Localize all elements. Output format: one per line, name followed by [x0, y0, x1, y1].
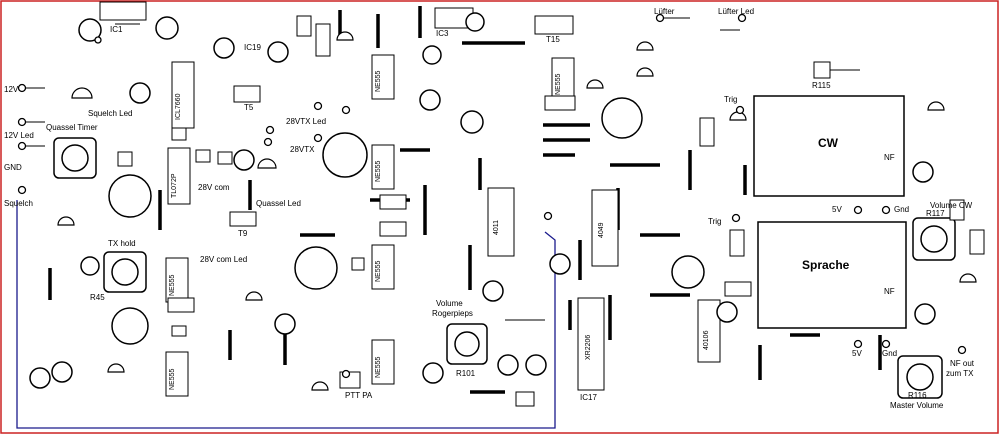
- chip-ne555-ic6: NE555: [169, 274, 176, 296]
- des-ic3: IC3: [436, 29, 449, 38]
- box-sprache-title: Sprache: [802, 258, 850, 272]
- des-t9: T9: [238, 229, 248, 238]
- label-squelch-led: Squelch Led: [88, 109, 132, 118]
- label-master-volume: Master Volume: [890, 401, 944, 410]
- ic-bodies: [99, 1, 721, 397]
- label-ptt-pa: PTT PA: [345, 391, 373, 400]
- chip-ne555-ic9: NE555: [555, 73, 562, 95]
- box-sprache-body: [757, 221, 907, 329]
- chip-ne555-ic10: NE555: [375, 70, 382, 92]
- label-volume-cw: Volume CW: [930, 201, 973, 210]
- label-nf-out-1: NF out: [950, 359, 975, 368]
- label-5v-bottom: 5V: [852, 349, 862, 358]
- potentiometers: [53, 137, 956, 399]
- des-r117: R117: [926, 209, 945, 218]
- des-r45: R45: [90, 293, 105, 302]
- chip-ne555-ic7: NE555: [169, 368, 176, 390]
- label-quassel-timer: Quassel Timer: [46, 123, 98, 132]
- chip-tl072p: TL072P: [171, 173, 178, 198]
- box-sprache-nf: NF: [884, 287, 895, 296]
- chip-4011: 4011: [493, 220, 500, 235]
- label-volume-rogerpieps-2: Rogerpieps: [432, 309, 473, 318]
- capacitors-round: [29, 12, 936, 389]
- labels: 12V 12V Led GND Squelch Squelch Led Quas…: [4, 7, 975, 410]
- designators: IC1 IC3 IC19 T5 T9 T15 R115 R117 R116 R1…: [90, 25, 945, 402]
- des-r116: R116: [908, 391, 927, 400]
- label-28vtx-led: 28VTX Led: [286, 117, 326, 126]
- label-28v-com: 28V com: [198, 183, 230, 192]
- des-ic17: IC17: [580, 393, 597, 402]
- label-12v-led: 12V Led: [4, 131, 34, 140]
- pads: [17, 13, 967, 379]
- label-luefter: Lüfter: [654, 7, 675, 16]
- label-28v-com-led: 28V com Led: [200, 255, 247, 264]
- chip-40106: 40106: [703, 330, 710, 350]
- label-gnd-left: GND: [4, 163, 22, 172]
- chip-ne555-ic13: NE555: [375, 356, 382, 378]
- des-ic19: IC19: [244, 43, 261, 52]
- chip-xr2206: XR2206: [585, 335, 592, 360]
- chip-icl7660: ICL7660: [175, 93, 182, 120]
- label-luefter-led: Lüfter Led: [718, 7, 754, 16]
- chip-4049: 4049: [598, 222, 605, 238]
- label-trig-2: Trig: [708, 217, 721, 226]
- des-ic1: IC1: [110, 25, 123, 34]
- blue-wire: [16, 200, 556, 429]
- des-t5: T5: [244, 103, 254, 112]
- box-cw-title: CW: [818, 136, 839, 150]
- chip-ne555-ic12: NE555: [375, 260, 382, 282]
- label-squelch: Squelch: [4, 199, 33, 208]
- label-12v: 12V: [4, 85, 19, 94]
- transistors: [57, 31, 977, 391]
- small-parts: [117, 15, 985, 407]
- label-gnd-bottom: Gnd: [882, 349, 897, 358]
- label-volume-rogerpieps-1: Volume: [436, 299, 463, 308]
- chip-texts: ICL7660 TL072P NE555 NE555 NE555 NE555 N…: [169, 70, 710, 390]
- box-cw-nf: NF: [884, 153, 895, 162]
- thin-links: [22, 17, 860, 321]
- label-quassel-led: Quassel Led: [256, 199, 301, 208]
- des-r115: R115: [812, 81, 831, 90]
- chip-ne555-ic11: NE555: [375, 160, 382, 182]
- label-nf-out-2: zum TX: [946, 369, 974, 378]
- label-tx-hold: TX hold: [108, 239, 136, 248]
- box-cw-body: [753, 95, 905, 197]
- des-r101: R101: [456, 369, 476, 378]
- label-trig-1: Trig: [724, 95, 737, 104]
- label-gnd-mid: Gnd: [894, 205, 909, 214]
- label-5v: 5V: [832, 205, 842, 214]
- des-t15: T15: [546, 35, 560, 44]
- label-28vtx: 28VTX: [290, 145, 315, 154]
